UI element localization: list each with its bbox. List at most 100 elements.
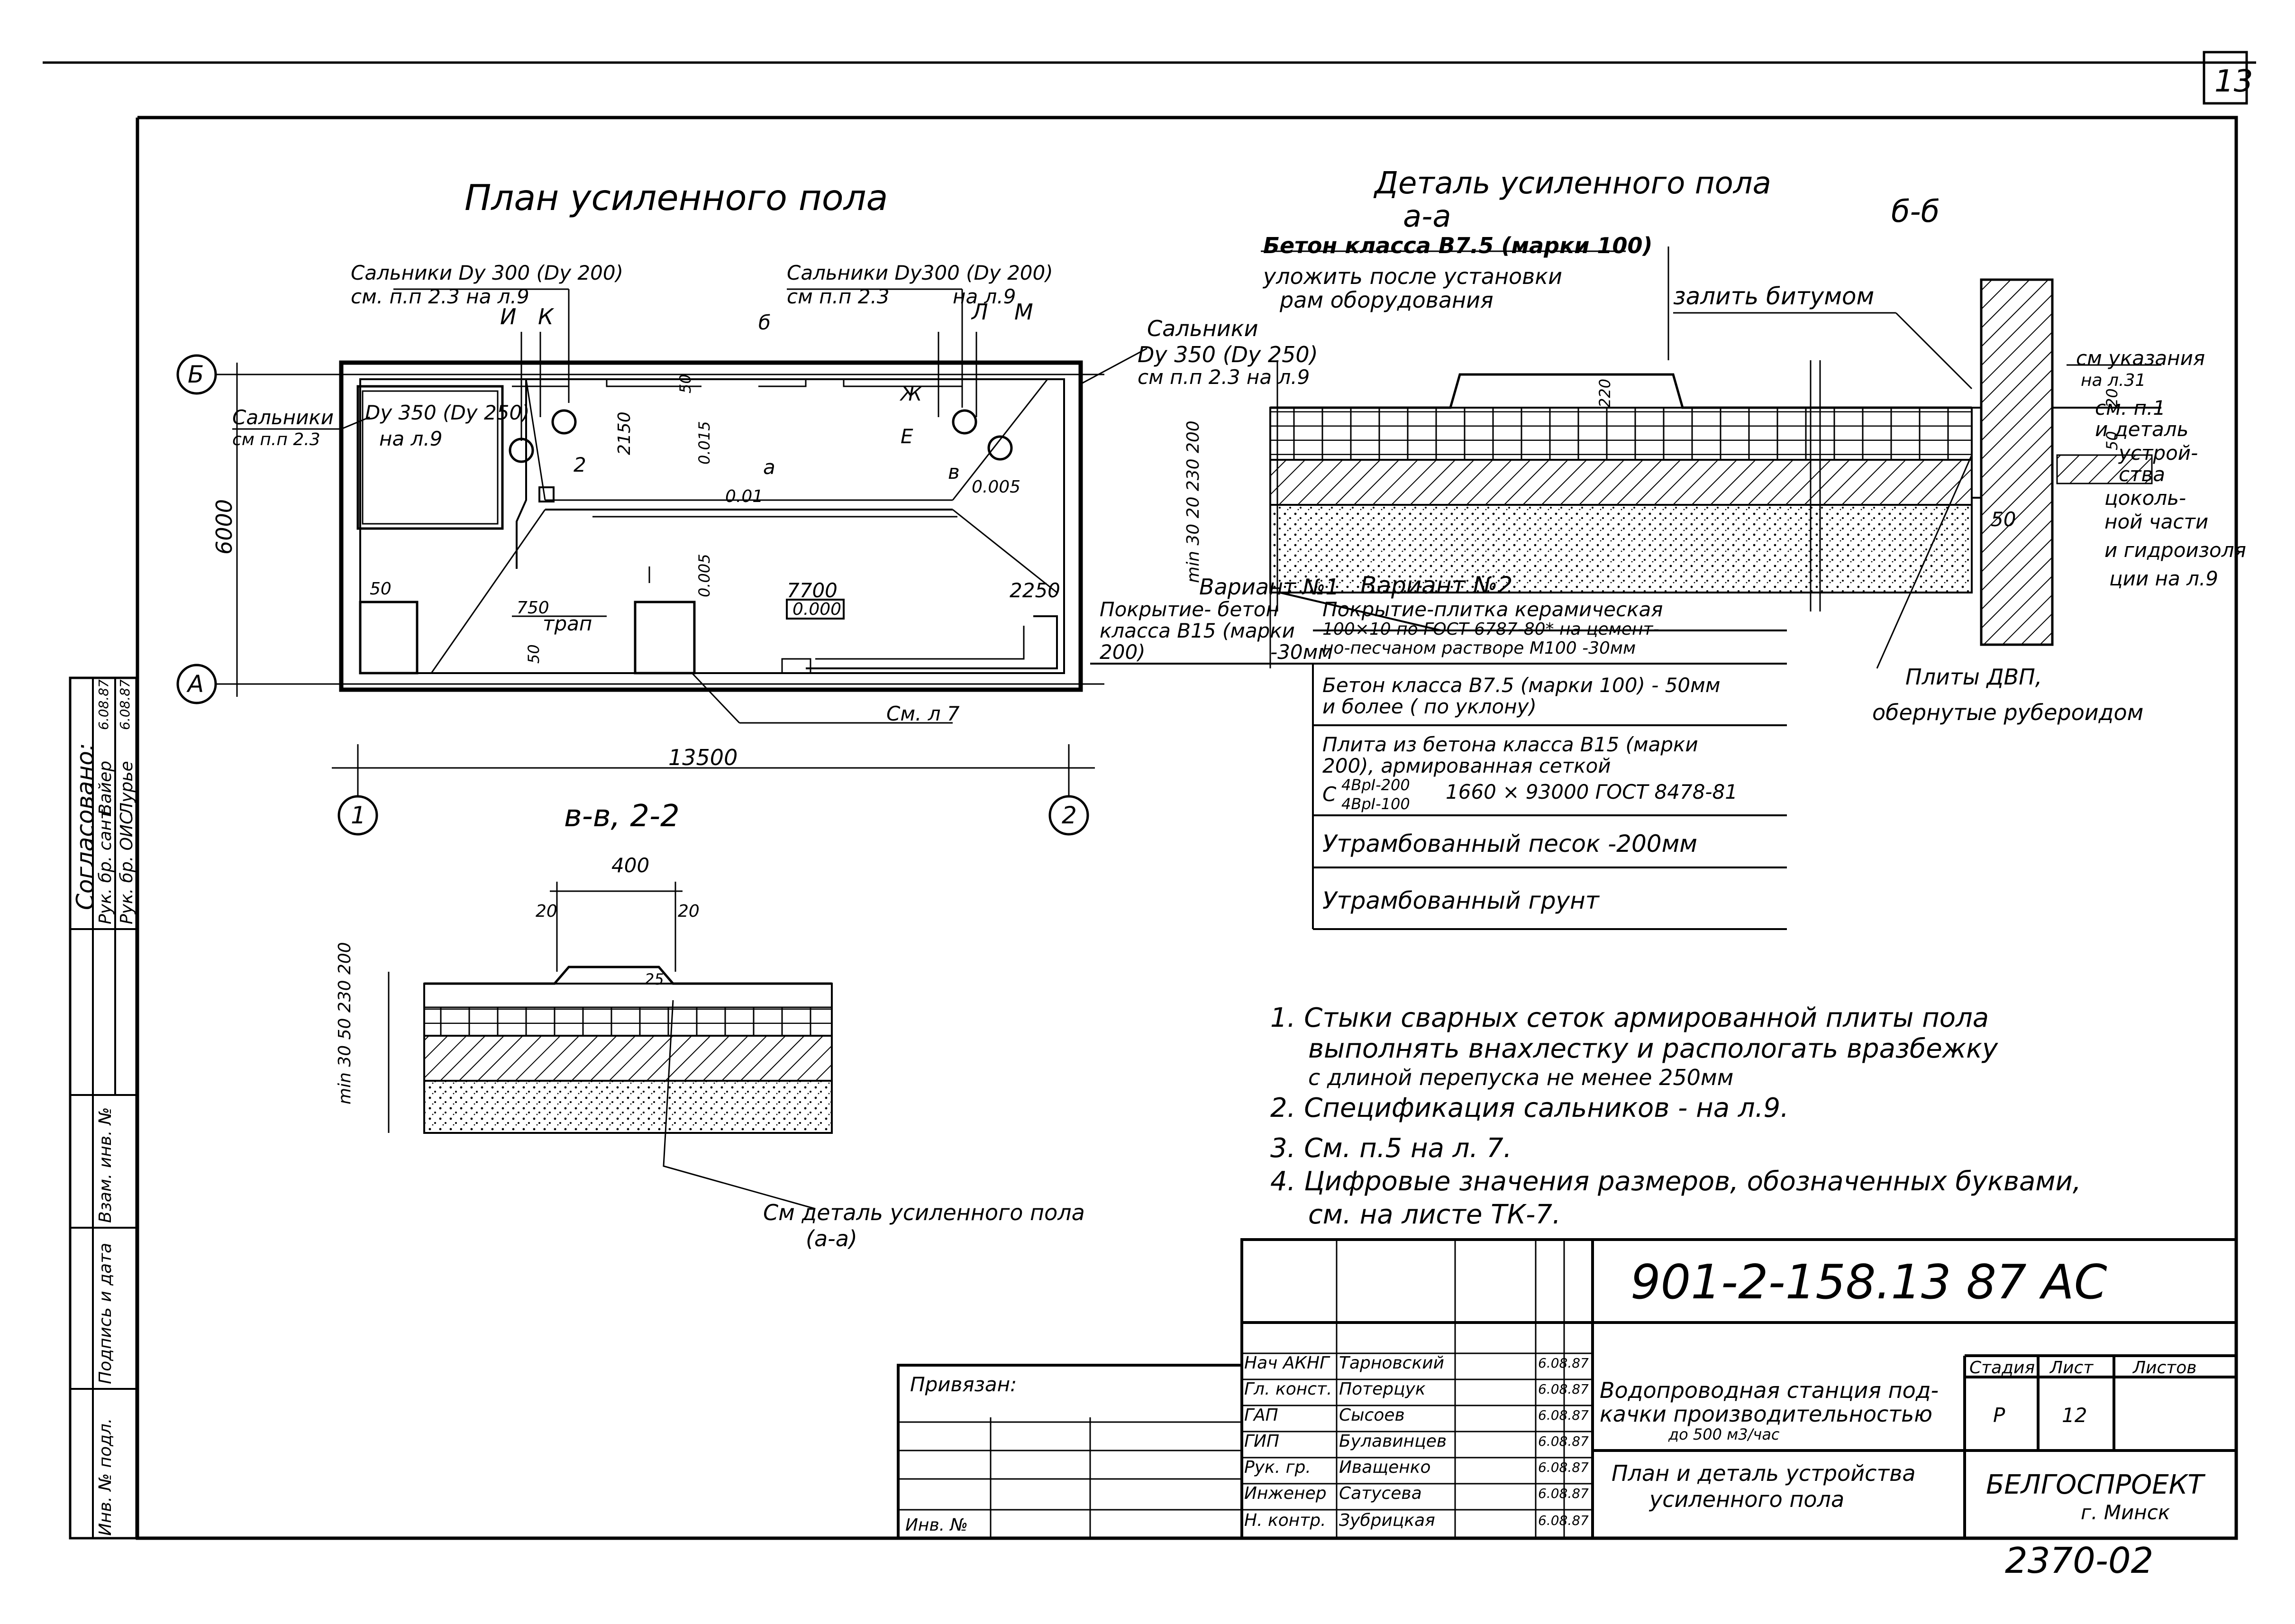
dim-letter-l: Л — [972, 299, 988, 325]
layer-slab-2: 200), армированная сеткой — [1322, 754, 1611, 777]
dim-50-wall: 50 — [1991, 508, 2016, 531]
organization-name: БЕЛГОСПРОЕКТ — [1986, 1469, 2204, 1500]
staff-name: Потерцук — [1339, 1379, 1426, 1399]
layer-slab-mesh-top: 4ВрI-200 — [1341, 776, 1410, 794]
detail-bb-dim-20-right: 20 — [678, 902, 700, 921]
dim-50-right: 50 — [2103, 431, 2121, 450]
variant-2-line-1: Покрытие-плитка керамическая — [1322, 598, 1663, 621]
note-4-line-1: 4. Цифровые значения размеров, обозначен… — [1270, 1166, 2081, 1197]
glands-right-label-1: Сальники — [1147, 316, 1258, 341]
staff-date: 6.08.87 — [1538, 1407, 1589, 1423]
glands-mid-label-2: см п.п 2.3 — [787, 285, 890, 308]
bound-label: Привязан: — [910, 1373, 1017, 1396]
level-0-01: 0.01 — [725, 487, 764, 506]
layer-slab-mesh-c: С — [1322, 783, 1337, 806]
staff-name: Сысоев — [1339, 1405, 1405, 1425]
plinth-1: цоколь- — [2104, 486, 2186, 510]
detail-bb-dim-400: 400 — [611, 854, 650, 877]
level-0-000: 0.000 — [792, 600, 842, 619]
dim-2250: 2250 — [1010, 579, 1060, 602]
staff-role: ГАП — [1244, 1405, 1278, 1425]
dim-13500: 13500 — [668, 745, 738, 770]
sheet-header: Лист — [2050, 1358, 2094, 1378]
staff-role: ГИП — [1244, 1432, 1280, 1451]
glands-mid-label-1: Сальники Dу300 (Dу 200) — [787, 261, 1053, 284]
dim-letter-zh: Ж — [901, 382, 922, 405]
dim-50-bottom: 50 — [525, 644, 543, 664]
project-name-1: Водопроводная станция под- — [1600, 1378, 1939, 1403]
detail-bb-note-2: (а-а) — [806, 1226, 857, 1251]
sheets-header: Листов — [2133, 1358, 2197, 1378]
glands-left-label-1: Сальники Dу 300 (Dу 200) — [351, 261, 623, 284]
device-1: устрой- — [2119, 441, 2198, 465]
variant-1-line-3: 200) — [1100, 640, 1146, 664]
staff-name: Иващенко — [1339, 1458, 1431, 1477]
variant-1-title: Вариант №1 — [1199, 574, 1339, 600]
bitumen-note: залить битумом — [1673, 283, 1875, 310]
dim-letter-m: М — [1014, 299, 1033, 325]
glands-left-label-2: см. п.п 2.3 на л.9 — [351, 285, 529, 308]
axis-2-label: 2 — [1062, 802, 1077, 829]
note-1-line-1: 1. Стыки сварных сеток армированной плит… — [1270, 1003, 1989, 1033]
level-0-015: 0.015 — [695, 421, 713, 465]
approval-date-2: 6.08.87 — [96, 679, 111, 730]
axis-1-label: 1 — [351, 802, 366, 829]
detail-bb-layer-dims: min 30 50 230 200 — [335, 942, 355, 1104]
note-1-line-3: с длиной перепуска не менее 250мм — [1308, 1065, 1734, 1090]
room-label-1: Dу 350 (Dу 250) — [365, 401, 530, 424]
dim-50-left: 50 — [370, 579, 392, 599]
level-0-005-center: 0.005 — [695, 554, 713, 597]
variant-2-line-3: но-песчаном растворе М100 -30мм — [1322, 639, 1636, 658]
footer-number: 2370-02 — [2005, 1540, 2154, 1581]
fiberboard-note-1: Плиты ДВП, — [1905, 664, 2042, 690]
axis-b-label: Б — [188, 361, 204, 388]
layer-sand: Утрамбованный песок -200мм — [1322, 830, 1698, 858]
staff-date: 6.08.87 — [1538, 1486, 1589, 1501]
concrete-note-1: Бетон класса В7.5 (марки 100) — [1263, 233, 1653, 258]
variant-1-line-1: Покрытие- бетон — [1100, 598, 1279, 621]
stage-header: Стадия — [1969, 1358, 2035, 1378]
layer-slab-1: Плита из бетона класса В15 (марки — [1322, 733, 1698, 756]
staff-name: Булавинцев — [1339, 1432, 1447, 1451]
dim-7700: 7700 — [787, 579, 838, 602]
plan-title: План усиленного пола — [464, 177, 888, 219]
approval-date-1: 6.08.87 — [117, 679, 133, 730]
layer-concrete-slope: и более ( по уклону) — [1322, 695, 1537, 718]
note-2: 2. Спецификация сальников - на л.9. — [1270, 1093, 1789, 1123]
note-3: 3. См. п.5 на л. 7. — [1270, 1133, 1512, 1164]
waterproof-2: ции на л.9 — [2109, 567, 2218, 590]
approval-stamp: Согласовано: — [72, 743, 99, 910]
dim-letter-i: И — [500, 304, 517, 329]
level-0-005-right: 0.005 — [972, 477, 1021, 497]
section-mark-b: б — [758, 311, 771, 334]
see-sheet-7: См. л 7 — [886, 702, 960, 725]
glands-box-label-1: Сальники — [232, 406, 334, 429]
staff-role: Нач АКНГ — [1244, 1353, 1330, 1373]
sheet-number: 13 — [2214, 64, 2253, 99]
dim-2150: 2150 — [615, 411, 634, 455]
variant-1-line-2: класса В15 (марки — [1100, 619, 1295, 642]
dim-20-right: 20 — [2103, 388, 2121, 408]
sheet-title-2: усиленного пола — [1649, 1487, 1845, 1512]
approval-person-1: Вайер — [96, 760, 115, 815]
dim-220: 220 — [1596, 378, 1614, 408]
staff-role: Гл. конст. — [1244, 1379, 1332, 1399]
sheet-title-1: План и деталь устройства — [1612, 1460, 1916, 1486]
concrete-note-3: рам оборудования — [1280, 287, 1494, 313]
room-label-2: на л.9 — [379, 427, 443, 450]
see-instructions: см указания — [2076, 347, 2205, 370]
see-sheet-31: на л.31 — [2081, 371, 2146, 390]
waterproof-1: и гидроизоля — [2104, 538, 2246, 562]
approval-role-1: Рук. бр. сант. — [96, 804, 115, 924]
staff-date: 6.08.87 — [1538, 1513, 1589, 1528]
note-1-line-2: выполнять внахлестку и распологать вразб… — [1308, 1033, 1998, 1064]
staff-role: Рук. гр. — [1244, 1458, 1311, 1477]
section-mark-2: 2 — [574, 453, 586, 476]
fiberboard-note-2: обернутые рубероидом — [1872, 700, 2144, 725]
plinth-2: ной части — [2104, 510, 2209, 533]
glands-right-label-3: см п.п 2.3 на л.9 — [1138, 365, 1310, 389]
staff-name: Сатусева — [1339, 1484, 1422, 1503]
layer-slab-mesh-size: 1660 × 93000 ГОСТ 8478-81 — [1446, 780, 1738, 803]
inventory-label: Инв. № — [905, 1515, 968, 1535]
section-mark-v: в — [948, 460, 960, 484]
